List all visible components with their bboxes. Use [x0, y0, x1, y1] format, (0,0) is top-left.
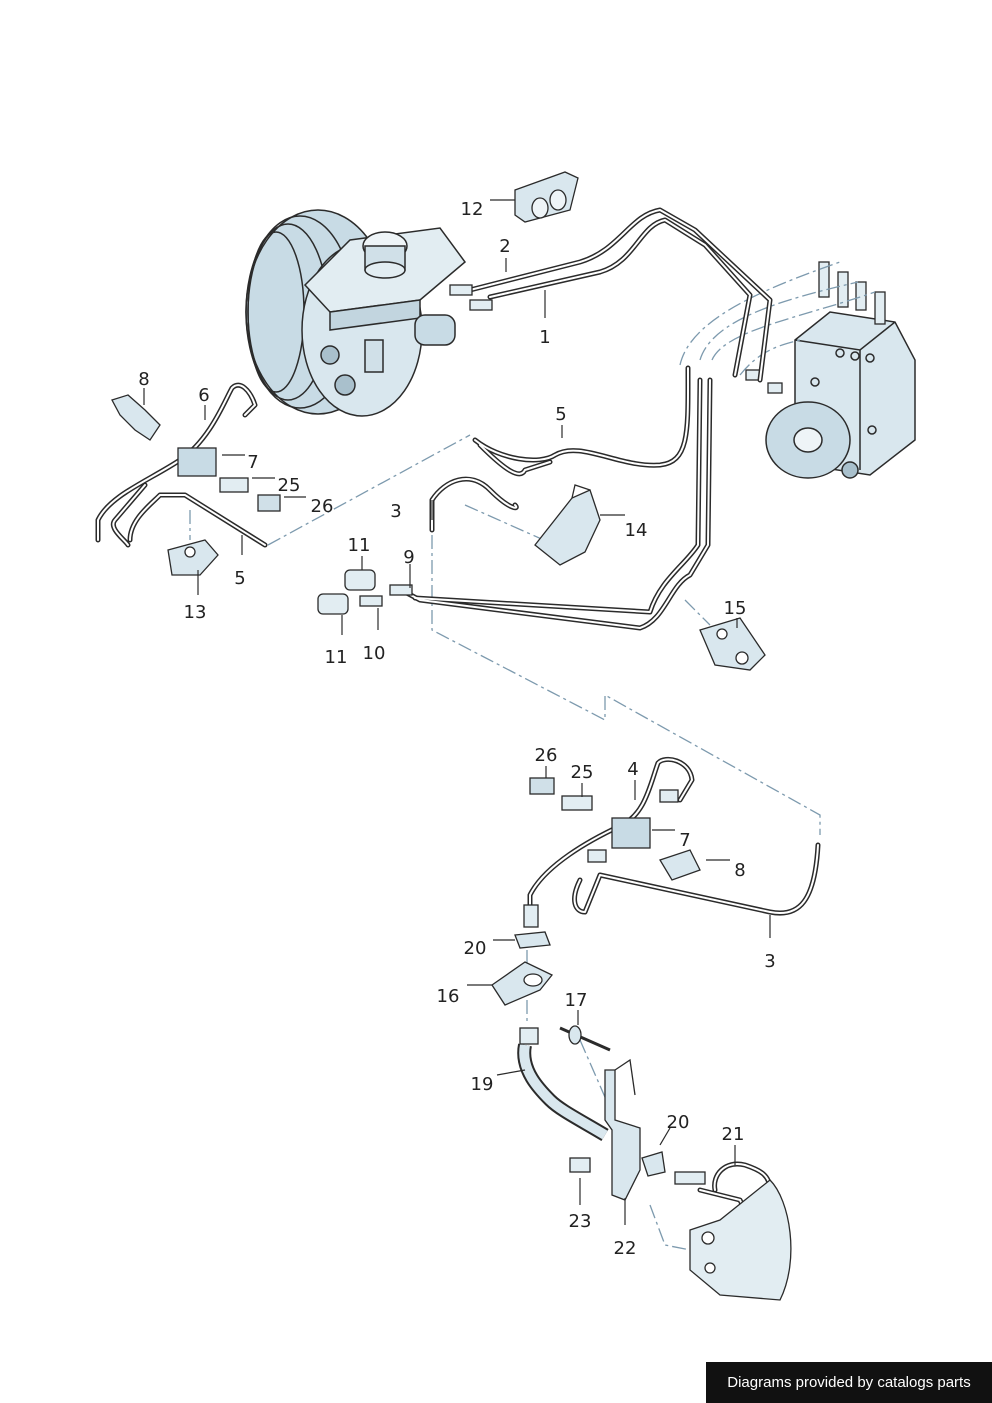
- callout-3-upper: 3: [390, 501, 402, 522]
- abs-unit: [765, 311, 916, 479]
- brake-pipes-inner: [97, 209, 819, 1266]
- master-cylinder: [303, 227, 467, 373]
- callout-2: 2: [499, 236, 511, 257]
- callout-8-lower: 8: [734, 860, 746, 881]
- callout-16: 16: [436, 986, 460, 1007]
- callout-11-lower: 11: [324, 647, 348, 668]
- callout-leaders: [143, 199, 771, 1225]
- callout-17: 17: [564, 990, 588, 1011]
- callout-8-upper: 8: [138, 369, 150, 390]
- callout-20-upper: 20: [463, 938, 487, 959]
- callout-5-lower: 5: [234, 568, 246, 589]
- callout-21: 21: [721, 1124, 745, 1145]
- callout-5-upper: 5: [555, 404, 567, 425]
- callout-6: 6: [198, 385, 210, 406]
- callout-22: 22: [613, 1238, 637, 1259]
- callout-11-upper: 11: [347, 535, 371, 556]
- callout-25-lower: 25: [570, 762, 594, 783]
- callout-7-lower: 7: [679, 830, 691, 851]
- callout-20-lower: 20: [666, 1112, 690, 1133]
- callout-12: 12: [460, 199, 484, 220]
- callout-9: 9: [403, 547, 415, 568]
- callout-23: 23: [568, 1211, 592, 1232]
- credit-banner: Diagrams provided by catalogs parts: [706, 1362, 992, 1403]
- callout-19: 19: [470, 1074, 494, 1095]
- dashed-assembly-lines: [189, 261, 876, 1271]
- callout-10: 10: [362, 643, 386, 664]
- callout-7-upper: 7: [247, 452, 259, 473]
- callout-1: 1: [539, 327, 551, 348]
- callout-3-lower: 3: [764, 951, 776, 972]
- callout-14: 14: [624, 520, 648, 541]
- callout-26-upper: 26: [310, 496, 334, 517]
- callout-26-lower: 26: [534, 745, 558, 766]
- small-parts: [111, 171, 792, 1301]
- callout-4: 4: [627, 759, 639, 780]
- callout-25-upper: 25: [277, 475, 301, 496]
- brake-pipes-outer: [95, 207, 821, 1268]
- callout-15: 15: [723, 598, 747, 619]
- callout-13: 13: [183, 602, 207, 623]
- abs-fittings: [745, 261, 886, 394]
